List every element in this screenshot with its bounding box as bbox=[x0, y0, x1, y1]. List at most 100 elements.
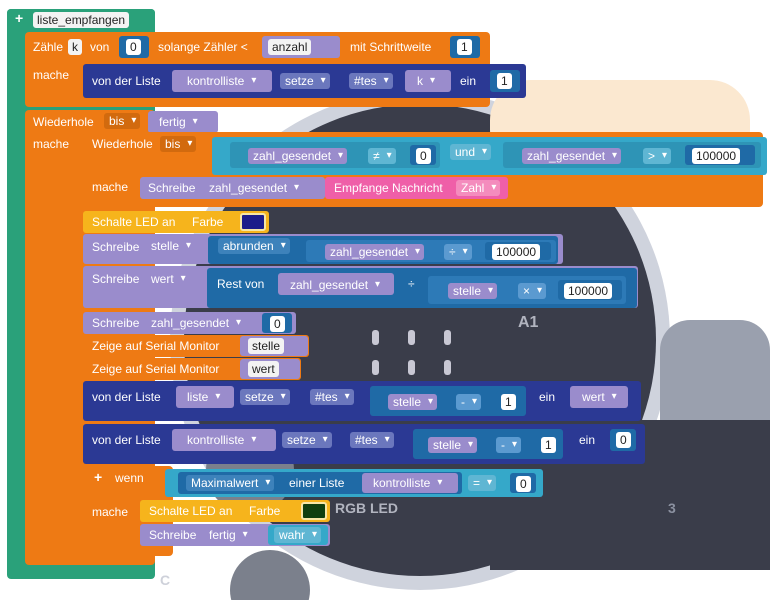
write-stelle-label: Schreibe bbox=[92, 240, 140, 254]
write-receive-label: Schreibe bbox=[148, 181, 196, 195]
set-kontrolliste-1-ein: ein bbox=[460, 74, 477, 88]
gt-left-var[interactable]: zahl_gesendet bbox=[522, 148, 622, 164]
board-led-2 bbox=[408, 330, 415, 345]
neq-operator[interactable]: ≠ bbox=[368, 148, 396, 164]
plus-icon[interactable]: + bbox=[15, 10, 24, 26]
multiply-right-value[interactable]: 100000 bbox=[564, 283, 613, 299]
board-led-1 bbox=[372, 330, 379, 345]
serial-1-var[interactable]: stelle bbox=[248, 338, 285, 354]
set-liste-list[interactable]: liste bbox=[182, 389, 225, 405]
write-zero-value[interactable]: 0 bbox=[270, 316, 285, 332]
write-fertig-var[interactable]: fertig bbox=[204, 527, 252, 543]
set-kontrolliste-2-list[interactable]: kontrolliste bbox=[182, 432, 261, 448]
set-kontrolliste-2-value[interactable]: 0 bbox=[616, 432, 631, 448]
repeat-outer-mode[interactable]: bis bbox=[104, 113, 141, 129]
neq-left-var[interactable]: zahl_gesendet bbox=[248, 148, 348, 164]
round-op[interactable]: abrunden bbox=[218, 238, 290, 254]
set-kontrolliste-2-op[interactable]: setze bbox=[282, 432, 332, 448]
for-loop-var[interactable]: k bbox=[68, 39, 82, 55]
set-liste-value[interactable]: wert bbox=[577, 389, 621, 405]
divide-left-var[interactable]: zahl_gesendet bbox=[325, 244, 425, 260]
for-step-label: mit Schrittweite bbox=[350, 40, 432, 54]
led-block-2[interactable] bbox=[140, 500, 330, 522]
set-liste-index-var[interactable]: stelle bbox=[388, 394, 438, 410]
set-kontrolliste-2-ein: ein bbox=[579, 433, 596, 447]
set-liste-index-mode[interactable]: #tes bbox=[310, 389, 354, 405]
board-label-a1: A1 bbox=[518, 314, 539, 331]
function-name-field[interactable]: liste_empfangen bbox=[33, 12, 130, 28]
led-1-color-swatch[interactable] bbox=[240, 213, 266, 231]
write-zero-label: Schreibe bbox=[92, 316, 140, 330]
write-receive-var[interactable]: zahl_gesendet bbox=[204, 180, 304, 196]
led-block-1[interactable] bbox=[83, 211, 269, 233]
board-label-c: C bbox=[160, 572, 171, 588]
set-kontrolliste-1-list[interactable]: kontrolliste bbox=[182, 73, 261, 89]
rest-label: Rest von bbox=[217, 277, 265, 291]
write-stelle-var[interactable]: stelle bbox=[146, 238, 196, 254]
for-do-label: mache bbox=[33, 68, 70, 82]
if-compare-right-value[interactable]: 0 bbox=[516, 476, 531, 492]
for-loop-label: Zähle bbox=[33, 40, 64, 54]
rest-operand-var[interactable]: zahl_gesendet bbox=[285, 277, 385, 293]
multiply-left-var[interactable]: stelle bbox=[448, 283, 498, 299]
board-led-4 bbox=[372, 360, 379, 375]
neq-right-value[interactable]: 0 bbox=[416, 148, 431, 164]
board-led-5 bbox=[408, 360, 415, 375]
write-wert-label: Schreibe bbox=[92, 272, 140, 286]
max-list-func[interactable]: Maximalwert bbox=[186, 475, 275, 491]
divide-right-value[interactable]: 100000 bbox=[492, 244, 541, 260]
for-limit-var[interactable]: anzahl bbox=[268, 39, 312, 55]
and-operator[interactable]: und bbox=[450, 144, 492, 160]
set-liste-ein: ein bbox=[539, 390, 556, 404]
if-label: wenn bbox=[115, 471, 144, 485]
led-1-label: Schalte LED an bbox=[92, 215, 176, 229]
write-zero-var[interactable]: zahl_gesendet bbox=[146, 315, 246, 331]
led-2-color-swatch[interactable] bbox=[301, 502, 327, 520]
write-fertig-label: Schreibe bbox=[149, 528, 197, 542]
if-do-label: mache bbox=[92, 505, 129, 519]
if-plus-icon[interactable]: + bbox=[94, 469, 103, 485]
write-wert-var[interactable]: wert bbox=[146, 271, 190, 287]
set-kontrolliste-2-minus-op[interactable]: - bbox=[496, 437, 521, 453]
set-liste-one-value[interactable]: 1 bbox=[501, 394, 516, 410]
set-kontrolliste-1-value[interactable]: 1 bbox=[497, 73, 512, 89]
max-list-list[interactable]: kontrolliste bbox=[368, 475, 447, 491]
repeat-inner-label: Wiederhole bbox=[92, 137, 153, 151]
multiply-op[interactable]: × bbox=[518, 283, 547, 299]
divide-op[interactable]: ÷ bbox=[444, 244, 472, 260]
set-kontrolliste-2-one-value[interactable]: 1 bbox=[541, 437, 556, 453]
repeat-inner-mode[interactable]: bis bbox=[160, 136, 197, 152]
repeat-outer-var[interactable]: fertig bbox=[154, 114, 202, 130]
set-kontrolliste-2-index-mode[interactable]: #tes bbox=[350, 432, 394, 448]
set-kontrolliste-2-label: von der Liste bbox=[92, 433, 161, 447]
set-liste-block[interactable] bbox=[83, 381, 641, 421]
repeat-outer-label: Wiederhole bbox=[33, 115, 94, 129]
max-list-of: einer Liste bbox=[289, 476, 345, 490]
serial-1-label: Zeige auf Serial Monitor bbox=[92, 339, 220, 353]
gt-operator[interactable]: > bbox=[643, 148, 672, 164]
set-kontrolliste-1-label: von der Liste bbox=[92, 74, 161, 88]
set-liste-minus-op[interactable]: - bbox=[456, 394, 481, 410]
for-loop-von: von bbox=[90, 40, 110, 54]
led-2-farbe: Farbe bbox=[249, 504, 281, 518]
set-kontrolliste-2-index-var[interactable]: stelle bbox=[428, 437, 478, 453]
serial-2-var[interactable]: wert bbox=[248, 361, 279, 377]
if-compare-op[interactable]: = bbox=[468, 475, 497, 491]
set-liste-op[interactable]: setze bbox=[240, 389, 290, 405]
set-kontrolliste-1-index-mode[interactable]: #tes bbox=[349, 73, 393, 89]
board-label-3: 3 bbox=[668, 500, 676, 516]
led-2-label: Schalte LED an bbox=[149, 504, 233, 518]
set-kontrolliste-1-index[interactable]: k bbox=[412, 73, 439, 89]
board-led-6 bbox=[444, 360, 451, 375]
board-label-rgb-led: RGB LED bbox=[335, 500, 398, 516]
repeat-outer-do: mache bbox=[33, 137, 70, 151]
gt-right-value[interactable]: 100000 bbox=[692, 148, 741, 164]
radio-receive-label: Empfange Nachricht bbox=[334, 181, 443, 195]
write-fertig-value[interactable]: wahr bbox=[274, 527, 322, 543]
for-from-value[interactable]: 0 bbox=[126, 39, 141, 55]
for-condition-label: solange Zähler < bbox=[158, 40, 248, 54]
for-step-value[interactable]: 1 bbox=[457, 39, 472, 55]
set-kontrolliste-1-op[interactable]: setze bbox=[280, 73, 330, 89]
rest-div-op: ÷ bbox=[408, 277, 415, 291]
radio-receive-type[interactable]: Zahl bbox=[456, 180, 501, 196]
